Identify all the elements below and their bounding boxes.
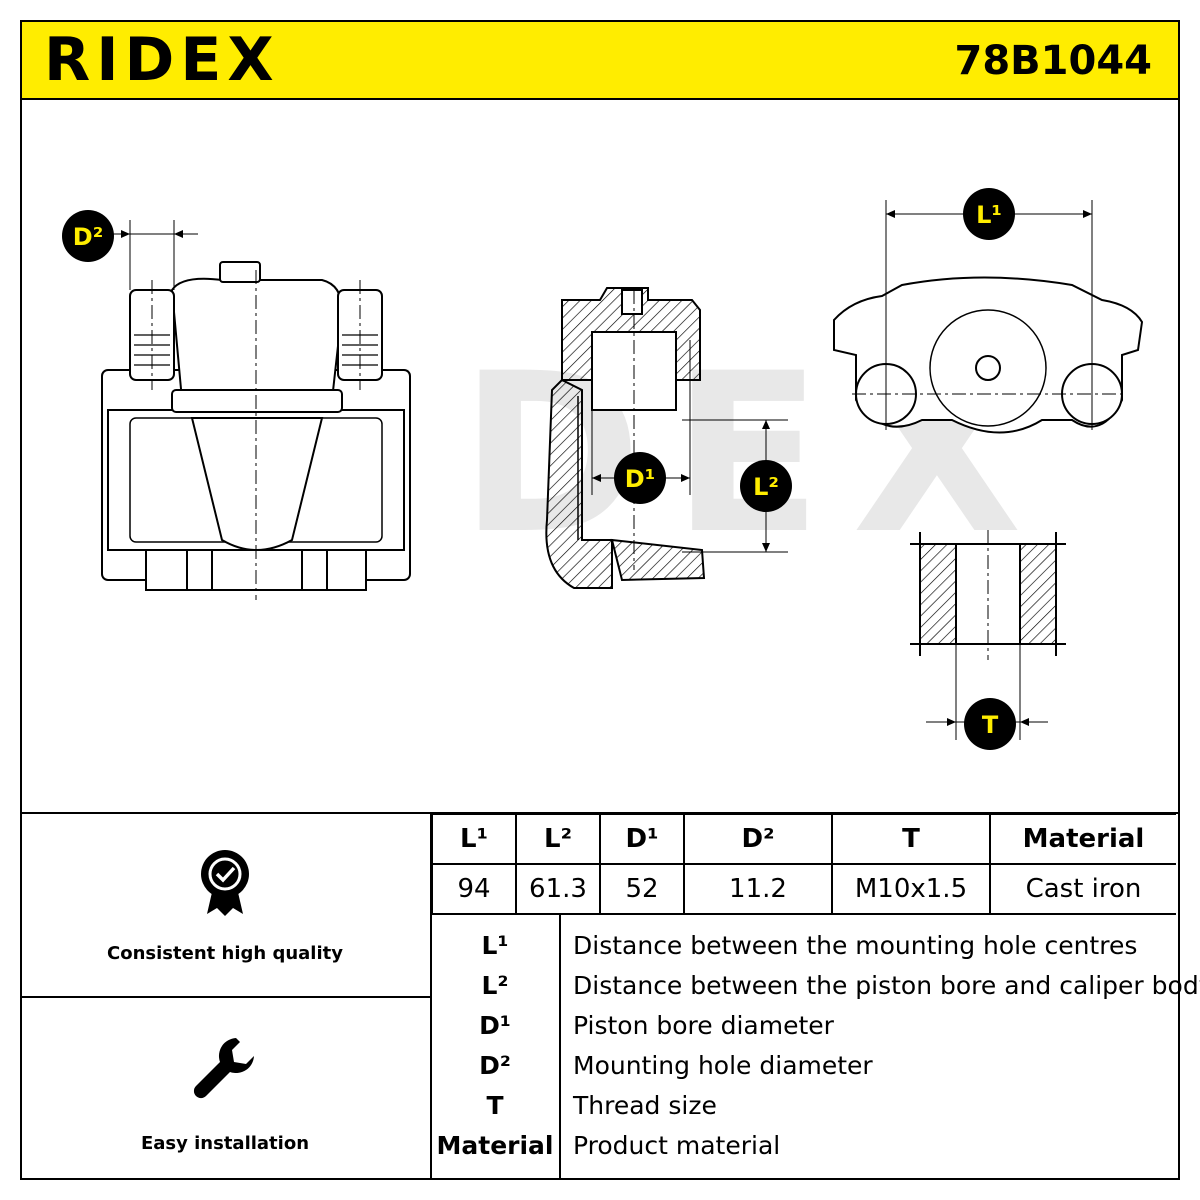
- feature-divider: [20, 996, 430, 998]
- spec-header-row: L¹ L² D¹ D² T Material: [431, 813, 1176, 865]
- caliper-side-view: [833, 200, 1144, 434]
- spec-header-material: Material: [989, 813, 1176, 865]
- feature-quality: Consistent high quality: [20, 848, 430, 964]
- legend-text: Piston bore diameter: [573, 1011, 834, 1040]
- legend-text: Thread size: [573, 1091, 717, 1120]
- features-panel: Consistent high quality Easy installatio…: [20, 812, 432, 1180]
- marker-t: T: [964, 698, 1016, 750]
- caliper-technical-drawing: RIDEX D²: [62, 188, 1144, 750]
- spec-value-l1: 94: [431, 863, 517, 915]
- legend-key: T: [486, 1091, 504, 1120]
- legend-row: D¹ Piston bore diameter: [431, 1006, 1180, 1046]
- legend-row: T Thread size: [431, 1086, 1180, 1126]
- header-bar: RIDEX 78B1044: [20, 20, 1180, 100]
- spec-value-row: 94 61.3 52 11.2 M10x1.5 Cast iron: [431, 863, 1176, 915]
- spec-value-t: M10x1.5: [831, 863, 991, 915]
- legend-row: Material Product material: [431, 1126, 1180, 1166]
- spec-value-d1: 52: [599, 863, 685, 915]
- legend-text: Mounting hole diameter: [573, 1051, 873, 1080]
- legend-key: L¹: [481, 931, 509, 960]
- feature-label-quality: Consistent high quality: [107, 943, 343, 964]
- caliper-section-view: [545, 287, 788, 589]
- spec-header-l2: L²: [515, 813, 601, 865]
- marker-d1: D¹: [614, 452, 666, 504]
- marker-l1: L¹: [963, 188, 1015, 240]
- legend-key: Material: [436, 1131, 554, 1160]
- marker-l2: L²: [740, 460, 792, 512]
- svg-text:T: T: [982, 711, 999, 739]
- legend-text: Distance between the mounting hole centr…: [573, 931, 1138, 960]
- legend-row: L¹ Distance between the mounting hole ce…: [431, 926, 1180, 966]
- svg-text:L¹: L¹: [976, 201, 1002, 229]
- spec-header-d1: D¹: [599, 813, 685, 865]
- marker-d2: D²: [62, 210, 114, 262]
- spec-header-d2: D²: [683, 813, 833, 865]
- legend-divider: [559, 913, 561, 1180]
- spec-value-d2: 11.2: [683, 863, 833, 915]
- feature-installation: Easy installation: [20, 1032, 430, 1154]
- panel-divider: [430, 812, 432, 1180]
- feature-label-installation: Easy installation: [140, 1133, 310, 1154]
- svg-text:L²: L²: [753, 473, 779, 501]
- legend-key: L²: [481, 971, 509, 1000]
- quality-badge-icon: [201, 850, 249, 916]
- legend-text: Distance between the piston bore and cal…: [573, 971, 1200, 1000]
- legend-key: D¹: [479, 1011, 511, 1040]
- spec-header-t: T: [831, 813, 991, 865]
- page-frame: [20, 20, 1180, 1180]
- legend-row: D² Mounting hole diameter: [431, 1046, 1180, 1086]
- legend-key: D²: [479, 1051, 511, 1080]
- dimension-legend: L¹ Distance between the mounting hole ce…: [431, 913, 1200, 1180]
- section-divider: [20, 812, 1180, 814]
- svg-text:D²: D²: [73, 223, 103, 251]
- spec-value-l2: 61.3: [515, 863, 601, 915]
- brand-logo: RIDEX: [44, 25, 280, 95]
- spec-value-material: Cast iron: [989, 863, 1176, 915]
- thread-section-view: [910, 530, 1066, 740]
- spec-header-l1: L¹: [431, 813, 517, 865]
- spec-table: L¹ L² D¹ D² T Material 94 61.3 52 11.2 M…: [431, 813, 1176, 915]
- caliper-front-view: [101, 220, 411, 600]
- legend-text: Product material: [573, 1131, 781, 1160]
- wrench-icon: [193, 1038, 254, 1099]
- legend-row: L² Distance between the piston bore and …: [431, 966, 1200, 1006]
- svg-text:D¹: D¹: [625, 465, 655, 493]
- part-number: 78B1044: [954, 38, 1152, 84]
